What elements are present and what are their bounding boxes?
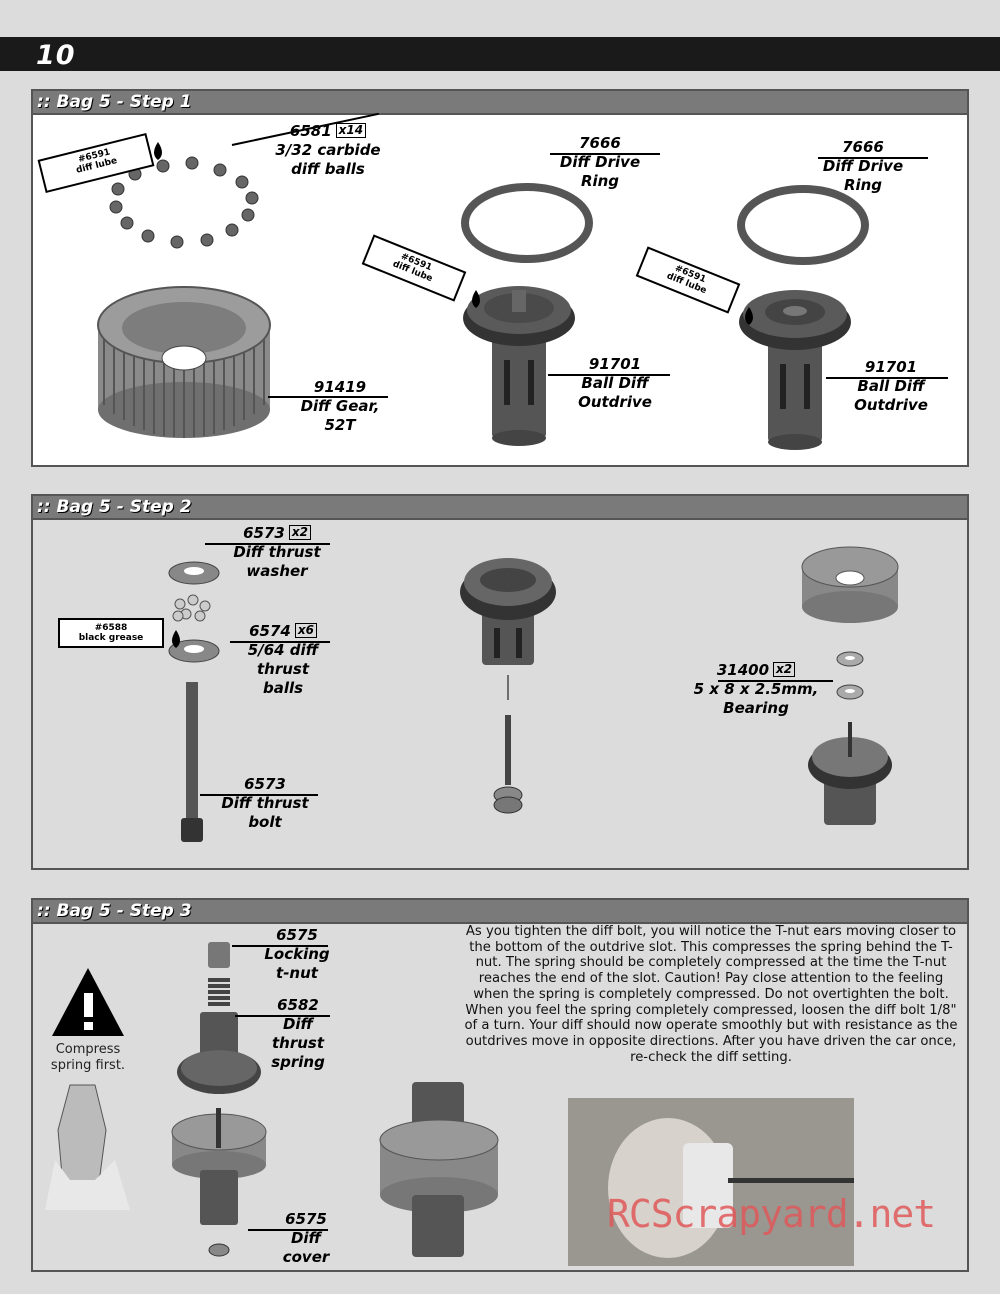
step3-panel: :: Bag 5 - Step 3	[31, 898, 969, 1272]
compress-warning: Compress spring first.	[38, 1042, 138, 1074]
outdrive1-line2: Outdrive	[578, 393, 652, 411]
black-grease-tube: #6588 black grease	[58, 618, 164, 648]
warning-line2: spring first.	[50, 1058, 126, 1073]
step2-header: :: Bag 5 - Step 2	[33, 496, 967, 520]
tballs-line3: balls	[262, 679, 304, 697]
bearing-line1: 5 x 8 x 2.5mm,	[693, 680, 819, 698]
label-outdrive-1: 91701 Ball Diff Outdrive	[560, 355, 670, 412]
cover-line2: cover	[282, 1248, 330, 1266]
balls-line2: diff balls	[291, 160, 365, 178]
label-drive-ring-1: 7666 Diff Drive Ring	[545, 134, 655, 191]
tnut-line1: Locking	[264, 945, 330, 963]
tnut-line2: t-nut	[276, 964, 318, 982]
balls-line1: 3/32 carbide	[275, 141, 381, 159]
tballs-line2: thrust	[256, 660, 310, 678]
ring1-line1: Diff Drive	[559, 153, 641, 171]
step2-panel: :: Bag 5 - Step 2	[31, 494, 969, 870]
label-thrust-bolt: 6573 Diff thrust bolt	[210, 775, 320, 832]
balls-qty: x14	[335, 123, 367, 138]
ring2-part: 7666	[842, 138, 884, 156]
warning-line1: Compress	[55, 1042, 121, 1057]
tballs-part: 6574	[249, 622, 291, 640]
label-outdrive-2: 91701 Ball Diff Outdrive	[836, 358, 946, 415]
outdrive1-part: 91701	[588, 355, 642, 373]
bearing-part: 31400	[716, 661, 770, 679]
step2-title: :: Bag 5 - Step 2	[37, 497, 192, 517]
gear-part: 91419	[313, 378, 367, 396]
bolt-line1: Diff thrust	[221, 794, 309, 812]
instructions-text: As you tighten the diff bolt, you will n…	[464, 924, 958, 1065]
label-drive-ring-2: 7666 Diff Drive Ring	[808, 138, 918, 195]
page-number: 10	[36, 40, 76, 71]
grease-part: #6588	[94, 623, 128, 633]
spring-part: 6582	[277, 996, 319, 1014]
outdrive2-line2: Outdrive	[854, 396, 928, 414]
grease-name: black grease	[78, 633, 144, 643]
ring2-line1: Diff Drive	[822, 157, 904, 175]
ring2-line2: Ring	[843, 176, 883, 194]
ring1-part: 7666	[579, 134, 621, 152]
tnut-part: 6575	[276, 926, 318, 944]
washer-line2: washer	[246, 562, 308, 580]
ring1-line2: Ring	[580, 172, 620, 190]
label-locking-tnut: 6575 Locking t-nut	[258, 926, 336, 983]
bearing-line2: Bearing	[723, 699, 789, 717]
gear-line2: 52T	[324, 416, 356, 434]
bearing-qty: x2	[773, 662, 796, 677]
outdrive1-line1: Ball Diff	[581, 374, 649, 392]
diff-adjustment-photo	[568, 1098, 854, 1266]
washer-qty: x2	[288, 525, 311, 540]
bolt-part: 6573	[244, 775, 286, 793]
bolt-line2: bolt	[248, 813, 282, 831]
spring-line1: Diff	[282, 1015, 314, 1033]
label-diff-cover: 6575 Diff cover	[270, 1210, 342, 1267]
spring-line2: thrust	[271, 1034, 325, 1052]
photo-gear	[683, 1143, 733, 1228]
tballs-qty: x6	[294, 623, 317, 638]
step1-title: :: Bag 5 - Step 1	[37, 92, 192, 112]
cover-part: 6575	[285, 1210, 327, 1228]
tballs-line1: 5/64 diff	[247, 641, 319, 659]
label-diff-gear: 91419 Diff Gear, 52T	[280, 378, 400, 435]
spring-line3: spring	[271, 1053, 325, 1071]
gear-line1: Diff Gear,	[300, 397, 380, 415]
step1-header: :: Bag 5 - Step 1	[33, 91, 967, 115]
step3-header: :: Bag 5 - Step 3	[33, 900, 967, 924]
washer-part: 6573	[243, 524, 285, 542]
outdrive2-line1: Ball Diff	[857, 377, 925, 395]
label-thrust-spring: 6582 Diff thrust spring	[262, 996, 334, 1072]
photo-tool	[728, 1178, 854, 1183]
cover-line1: Diff	[290, 1229, 322, 1247]
step3-title: :: Bag 5 - Step 3	[37, 901, 192, 921]
page-header-bar	[0, 37, 1000, 71]
outdrive2-part: 91701	[864, 358, 918, 376]
washer-line1: Diff thrust	[233, 543, 321, 561]
watermark: RCScrapyard.net	[607, 1192, 936, 1236]
